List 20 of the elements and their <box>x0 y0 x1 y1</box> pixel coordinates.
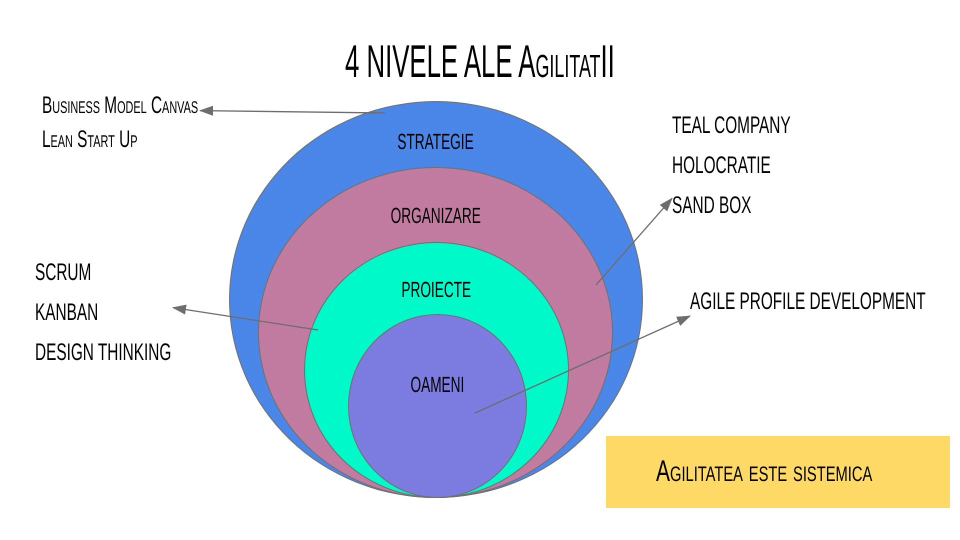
arrow <box>596 198 673 286</box>
list-item: AGILE PROFILE DEVELOPMENT <box>690 288 926 316</box>
list-item: KANBAN <box>35 299 98 327</box>
list-item: Lean Start Up <box>42 126 138 154</box>
list-item: SCRUM <box>35 259 92 287</box>
list-item: DESIGN THINKING <box>35 339 172 367</box>
banner-text: Agilitatea este sistemica <box>656 454 872 490</box>
circle-label: OAMENI <box>410 372 464 398</box>
arrow <box>199 106 385 116</box>
list-item: Business Model Canvas <box>42 92 198 120</box>
circle-label: STRATEGIE <box>398 129 474 155</box>
list-item: TEAL COMPANY <box>672 112 791 140</box>
arrow <box>474 315 691 414</box>
note-banner <box>606 436 950 508</box>
list-item: SAND BOX <box>672 192 752 220</box>
diagram-title: 4 NIVELE ALE AgilitatII <box>345 34 615 88</box>
list-item: HOLOCRATIE <box>672 152 771 180</box>
circle-label: PROIECTE <box>402 277 472 303</box>
circle-label: ORGANIZARE <box>390 203 481 229</box>
arrow <box>172 304 318 331</box>
